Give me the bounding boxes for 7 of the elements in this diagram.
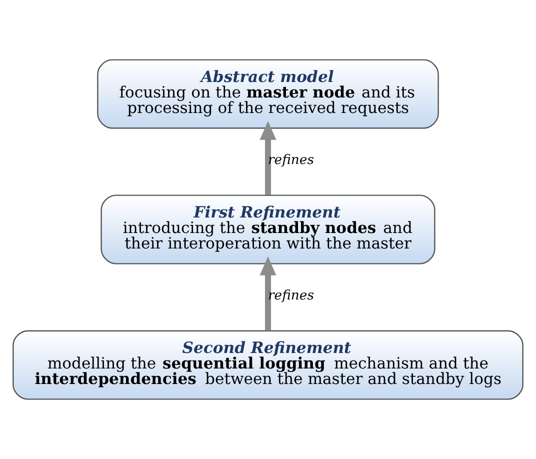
arrow	[260, 120, 276, 196]
edge-label: refines	[268, 288, 314, 304]
node-box: Abstract model focusing on the master node and its processing of the received requests	[97, 59, 439, 129]
node-box: Second Refinement modelling the sequential logging mechanism and the interdependencies between the master and standby logs	[12, 330, 524, 400]
edge-label: refines	[268, 152, 314, 168]
node-box: First Refinement introducing the standby nodes and their interoperation with the master	[100, 194, 436, 264]
arrow	[260, 256, 276, 331]
